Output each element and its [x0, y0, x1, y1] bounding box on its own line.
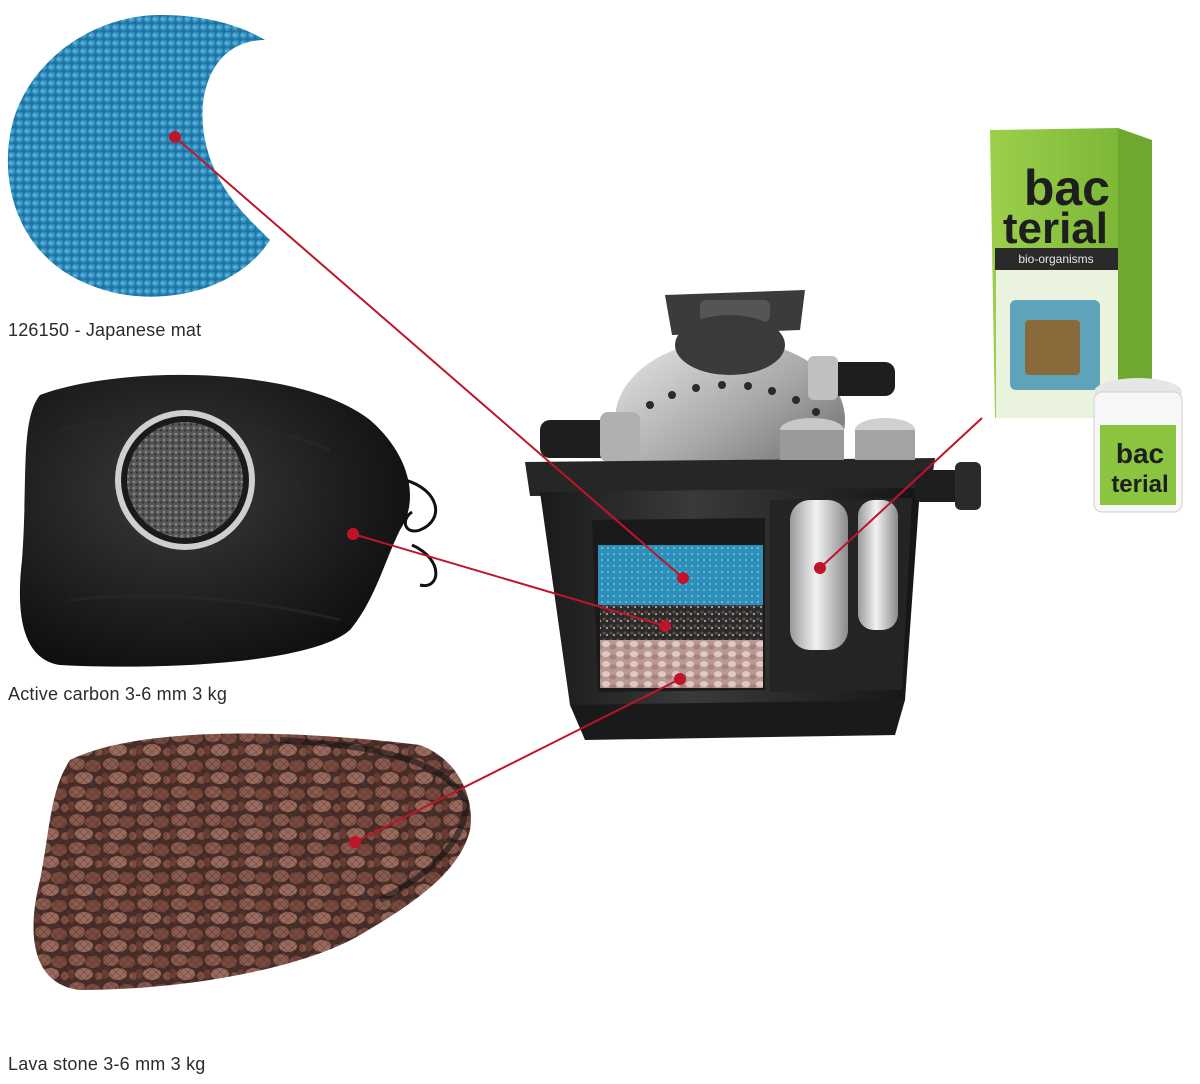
- connector-dot-carbon-start: [347, 528, 359, 540]
- connector-dot-lava-end: [674, 673, 686, 685]
- connector-dot-bacterial-end: [814, 562, 826, 574]
- connector-japanese-mat: [174, 136, 684, 579]
- box-brand-line1: bac: [1024, 160, 1110, 216]
- japanese-mat-image: [7, 15, 271, 297]
- japanese-mat-label: 126150 - Japanese mat: [8, 320, 202, 340]
- active-carbon-bag-image: [19, 374, 438, 667]
- connector-dot-lava-start: [349, 836, 361, 848]
- lava-stone-bag-image: [33, 733, 471, 990]
- jar-brand-line1: bac: [1116, 438, 1164, 469]
- connector-dot-mat-start: [169, 131, 181, 143]
- connector-active-carbon: [352, 533, 666, 627]
- connector-dot-carbon-end: [659, 620, 671, 632]
- box-brand-line2: terial: [1003, 204, 1108, 253]
- bacterial-jar-image: bac terial: [1093, 378, 1183, 513]
- active-carbon-label: Active carbon 3-6 mm 3 kg: [8, 684, 228, 704]
- bacterial-box-image: bac terial bio-organisms: [990, 128, 1152, 418]
- connector-lava-stone: [354, 678, 681, 843]
- lava-stone-label: Lava stone 3-6 mm 3 kg: [8, 1054, 206, 1074]
- connector-dot-mat-end: [677, 572, 689, 584]
- box-tagline: bio-organisms: [1018, 252, 1093, 266]
- connector-bacterial: [819, 417, 983, 569]
- pond-filter-unit-image: [525, 290, 981, 740]
- jar-brand-line2: terial: [1111, 471, 1168, 498]
